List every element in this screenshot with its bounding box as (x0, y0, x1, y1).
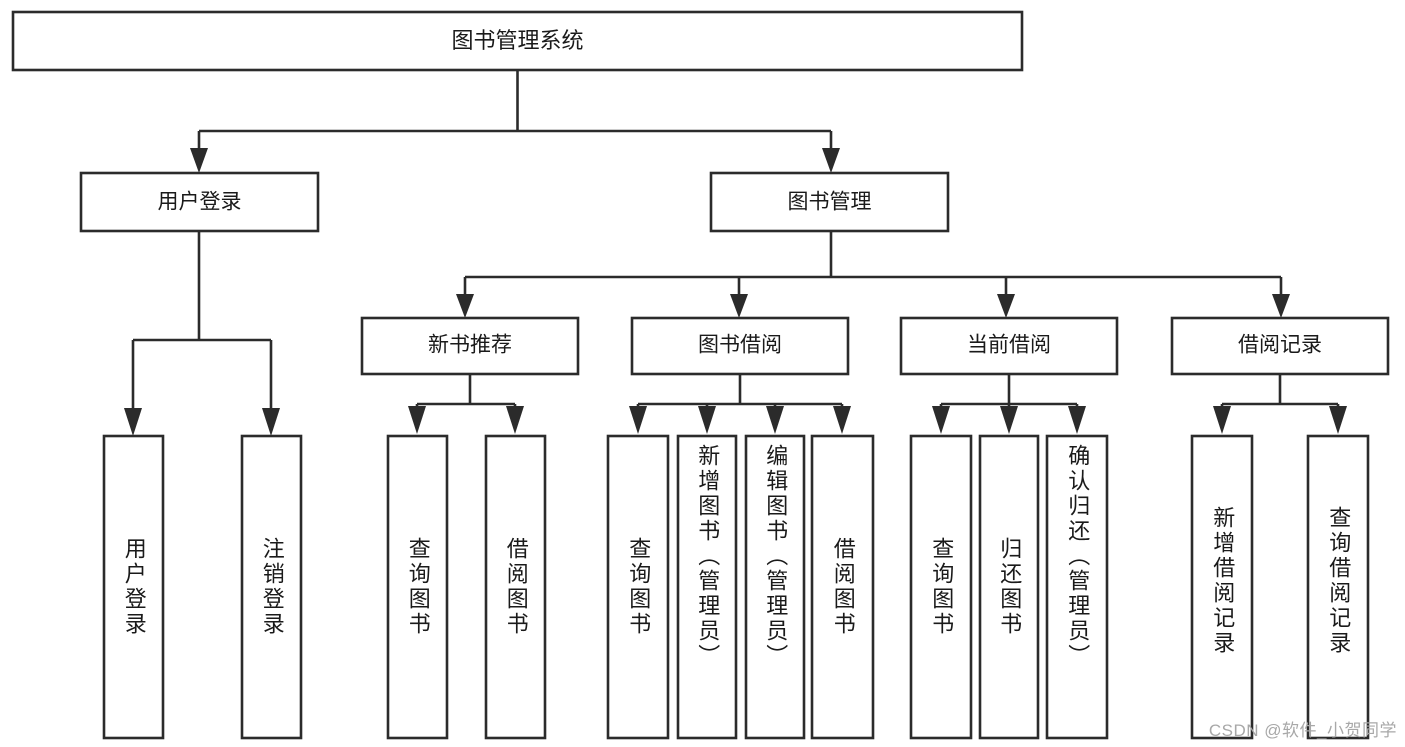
node-label-user-login: 用户登录 (158, 191, 242, 214)
node-box-user-login[interactable] (79, 171, 320, 233)
node-box-current-borrow[interactable] (899, 316, 1119, 376)
connector-group-borrow-record (1213, 374, 1347, 434)
node-box-leaf-user-login[interactable] (102, 434, 165, 740)
node-box-leaf-add-record[interactable] (1190, 434, 1254, 740)
node-label-book-manage: 图书管理 (788, 191, 872, 214)
arrow-bm-to-borrow-record (1272, 294, 1290, 318)
node-box-leaf-borrow-book-2[interactable] (810, 434, 875, 740)
arrow-user-login-leaf-2 (262, 408, 280, 436)
arrow-br-leaf-1 (1213, 406, 1231, 434)
connector-group-user-login (124, 231, 280, 436)
node-label-root: 图书管理系统 (451, 28, 583, 53)
arrow-br-leaf-2 (1329, 406, 1347, 434)
node-box-leaf-return-book[interactable] (978, 434, 1040, 740)
node-box-book-borrow[interactable] (630, 316, 850, 376)
node-box-leaf-query-book-3[interactable] (909, 434, 973, 740)
arrow-root-to-book-manage (822, 148, 840, 173)
node-label-book-borrow: 图书借阅 (698, 334, 782, 357)
node-box-leaf-confirm-return[interactable] (1045, 434, 1109, 740)
node-box-leaf-logout[interactable] (240, 434, 303, 740)
node-label-current-borrow: 当前借阅 (967, 334, 1051, 357)
node-box-leaf-query-book-2[interactable] (606, 434, 670, 740)
node-box-leaf-add-book[interactable] (676, 434, 738, 740)
connector-group-new-book-recommend (408, 374, 524, 434)
node-label-borrow-record: 借阅记录 (1238, 334, 1322, 357)
arrow-bm-to-book-borrow (730, 294, 748, 318)
arrow-bb-leaf-2 (698, 406, 716, 434)
arrow-cb-leaf-1 (932, 406, 950, 434)
node-label-new-book-recommend: 新书推荐 (428, 334, 512, 357)
arrow-cb-leaf-3 (1068, 406, 1086, 434)
node-box-root[interactable] (11, 10, 1024, 72)
arrow-bb-leaf-4 (833, 406, 851, 434)
node-box-leaf-edit-book[interactable] (744, 434, 806, 740)
arrow-nbr-leaf-1 (408, 406, 426, 434)
node-box-leaf-query-book-1[interactable] (386, 434, 449, 740)
node-box-leaf-borrow-book-1[interactable] (484, 434, 547, 740)
connector-group-root (190, 70, 840, 173)
arrow-nbr-leaf-2 (506, 406, 524, 434)
node-box-leaf-query-record[interactable] (1306, 434, 1370, 740)
connector-group-current-borrow (932, 374, 1086, 434)
arrow-cb-leaf-2 (1000, 406, 1018, 434)
node-box-borrow-record[interactable] (1170, 316, 1390, 376)
arrow-bb-leaf-1 (629, 406, 647, 434)
connector-group-book-borrow (629, 374, 851, 434)
arrow-user-login-leaf-1 (124, 408, 142, 436)
arrow-bm-to-current-borrow (997, 294, 1015, 318)
arrow-root-to-user-login (190, 148, 208, 173)
arrow-bm-to-new-book-recommend (456, 294, 474, 318)
node-box-book-manage[interactable] (709, 171, 950, 233)
node-box-new-book-recommend[interactable] (360, 316, 580, 376)
connector-group-book-manage (456, 231, 1290, 318)
arrow-bb-leaf-3 (766, 406, 784, 434)
